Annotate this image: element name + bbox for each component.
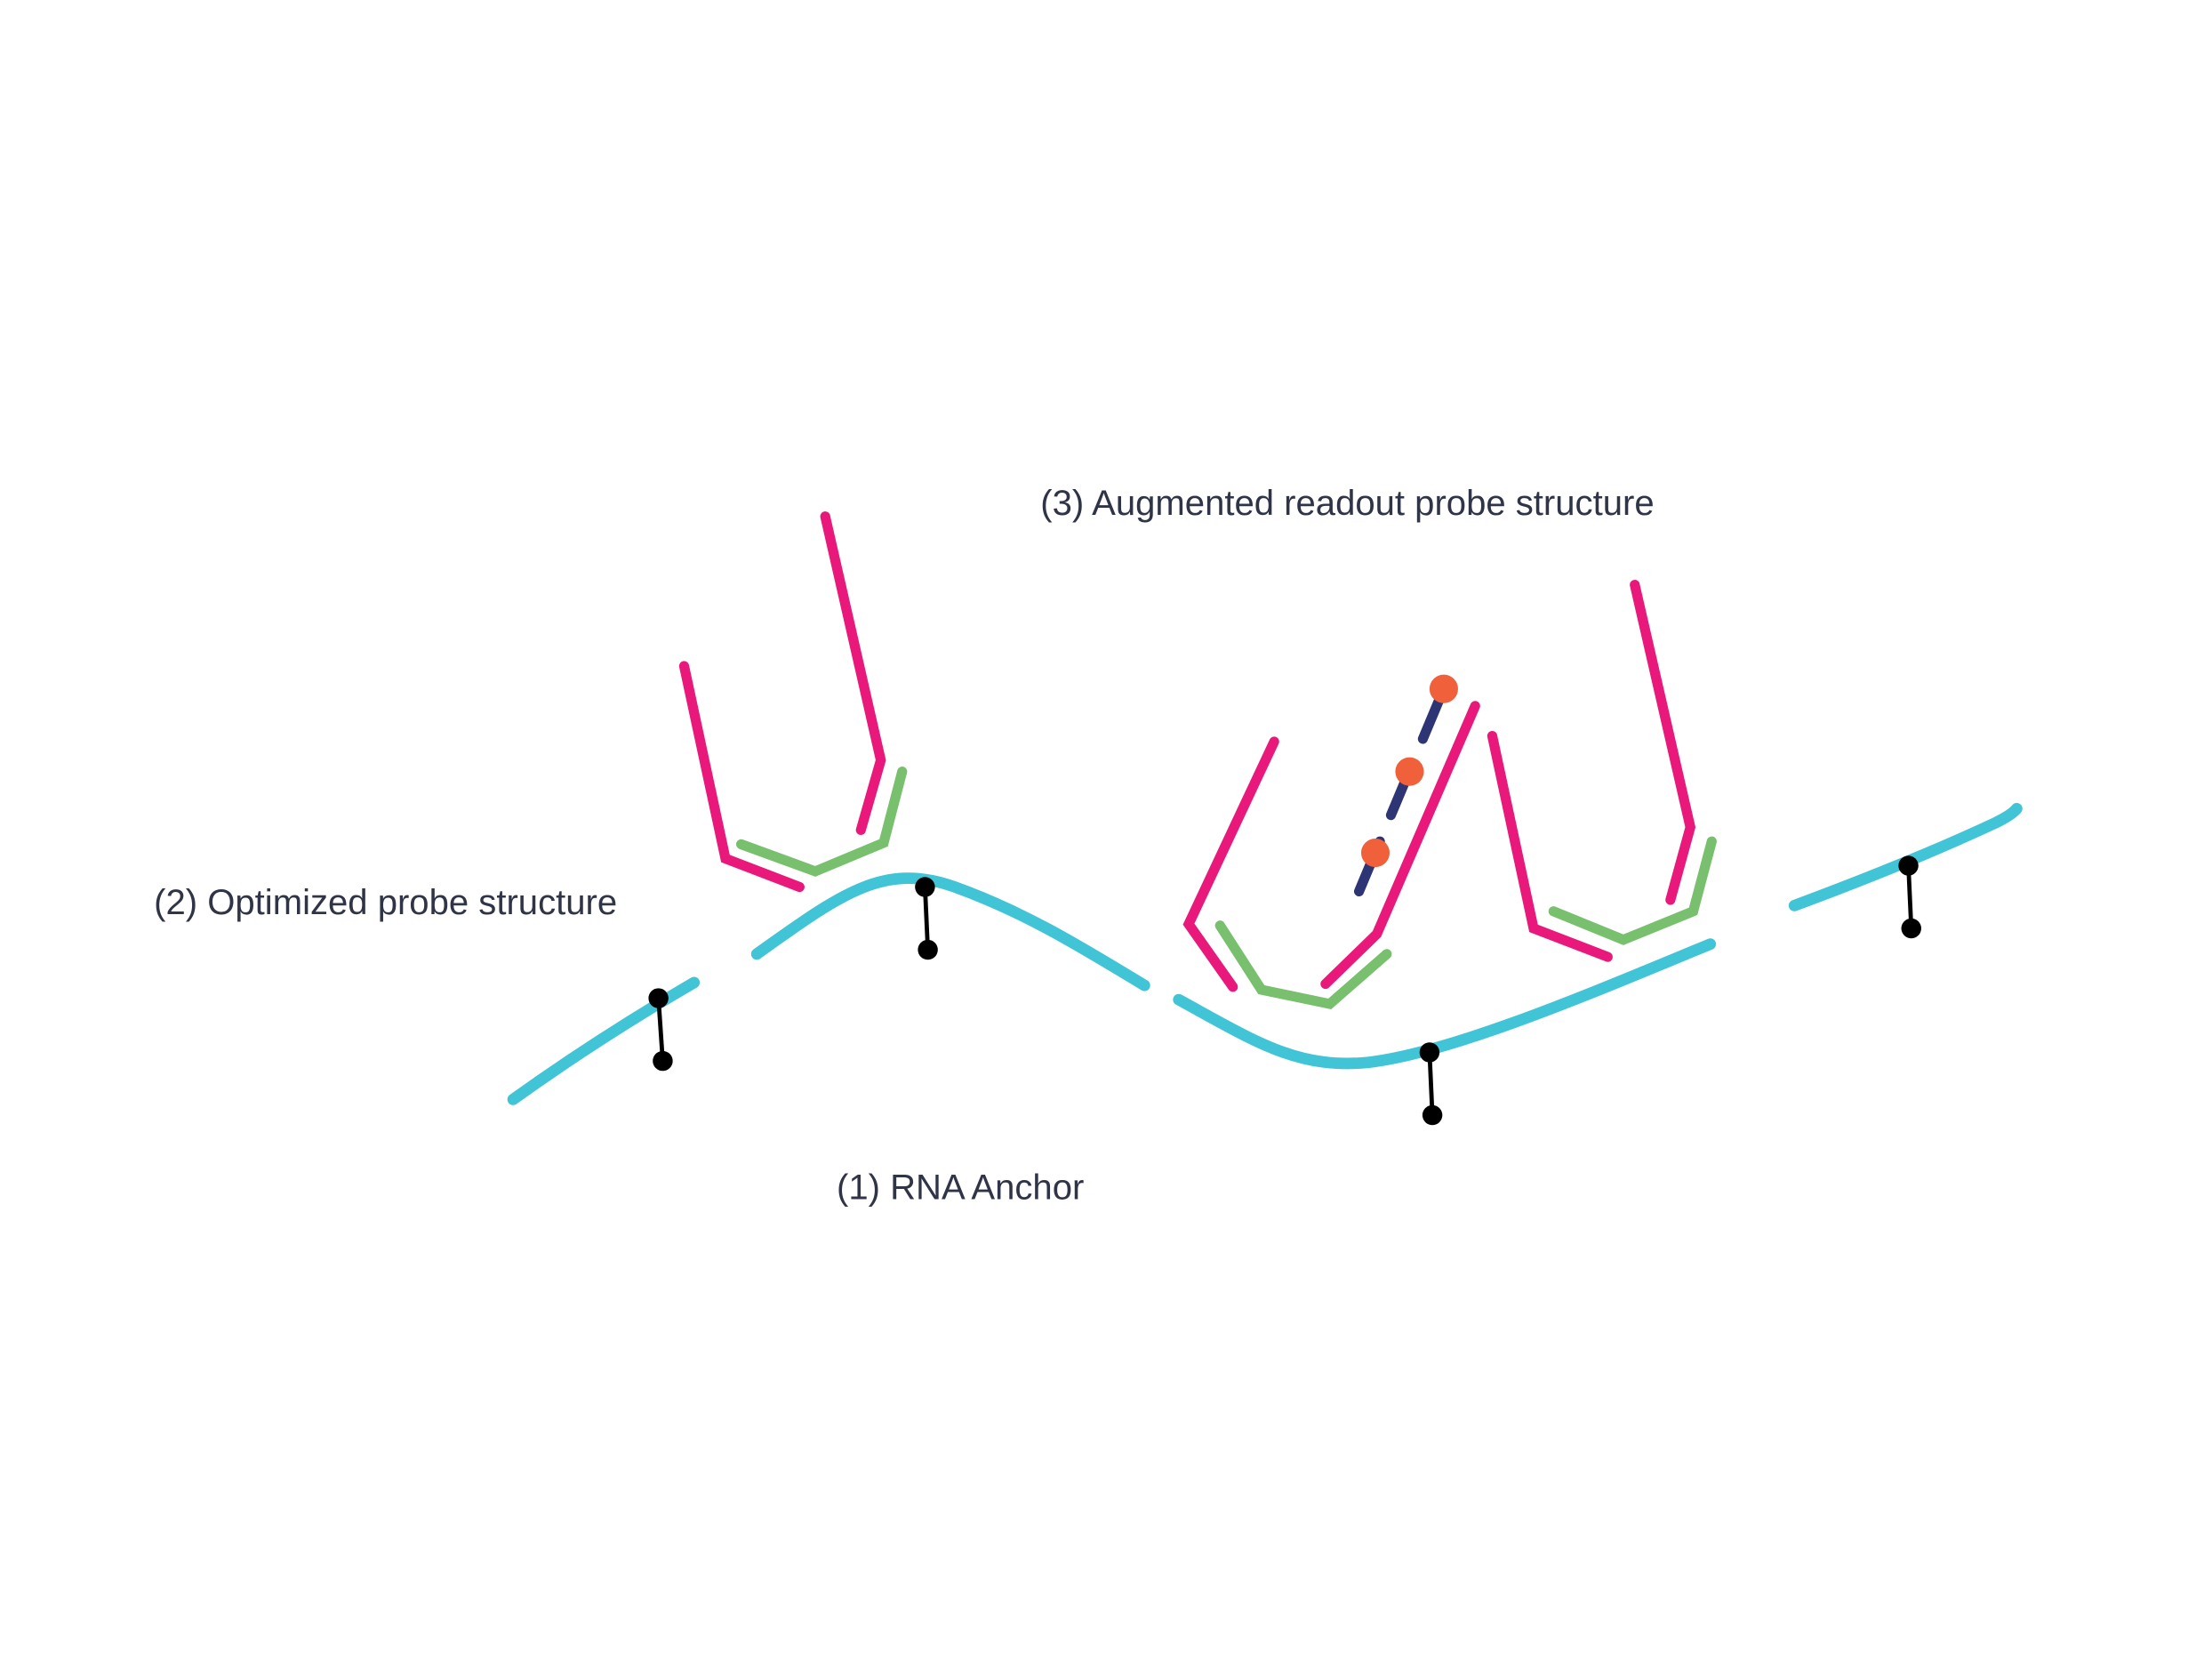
fluorophore-dot (1429, 674, 1458, 703)
label-optimized-probe: (2) Optimized probe structure (154, 883, 617, 922)
rna-segment-4 (1788, 802, 2023, 911)
rna-segment-2 (750, 872, 1150, 992)
amplifier-strand (1342, 684, 1449, 922)
label-rna-anchor: (1) RNA Anchor (837, 1168, 1084, 1208)
optimized-probe-left (678, 511, 908, 893)
fluorophore-dot (1360, 839, 1391, 868)
fluorophore-dot (1395, 757, 1424, 786)
anchor-pin (915, 877, 938, 960)
anchor-pin (1419, 1042, 1443, 1126)
rna-segment-1 (507, 976, 701, 1105)
anchor-pin (1898, 855, 1921, 939)
label-augmented-readout: (3) Augmented readout probe structure (1040, 484, 1654, 523)
anchor-pin (648, 988, 673, 1072)
anchor-pins (648, 855, 1921, 1126)
rna-segment-3 (1173, 938, 1717, 1070)
optimized-probe-right (1487, 580, 1717, 962)
rna-strand (507, 802, 2023, 1105)
augmented-probe (1182, 674, 1480, 1010)
